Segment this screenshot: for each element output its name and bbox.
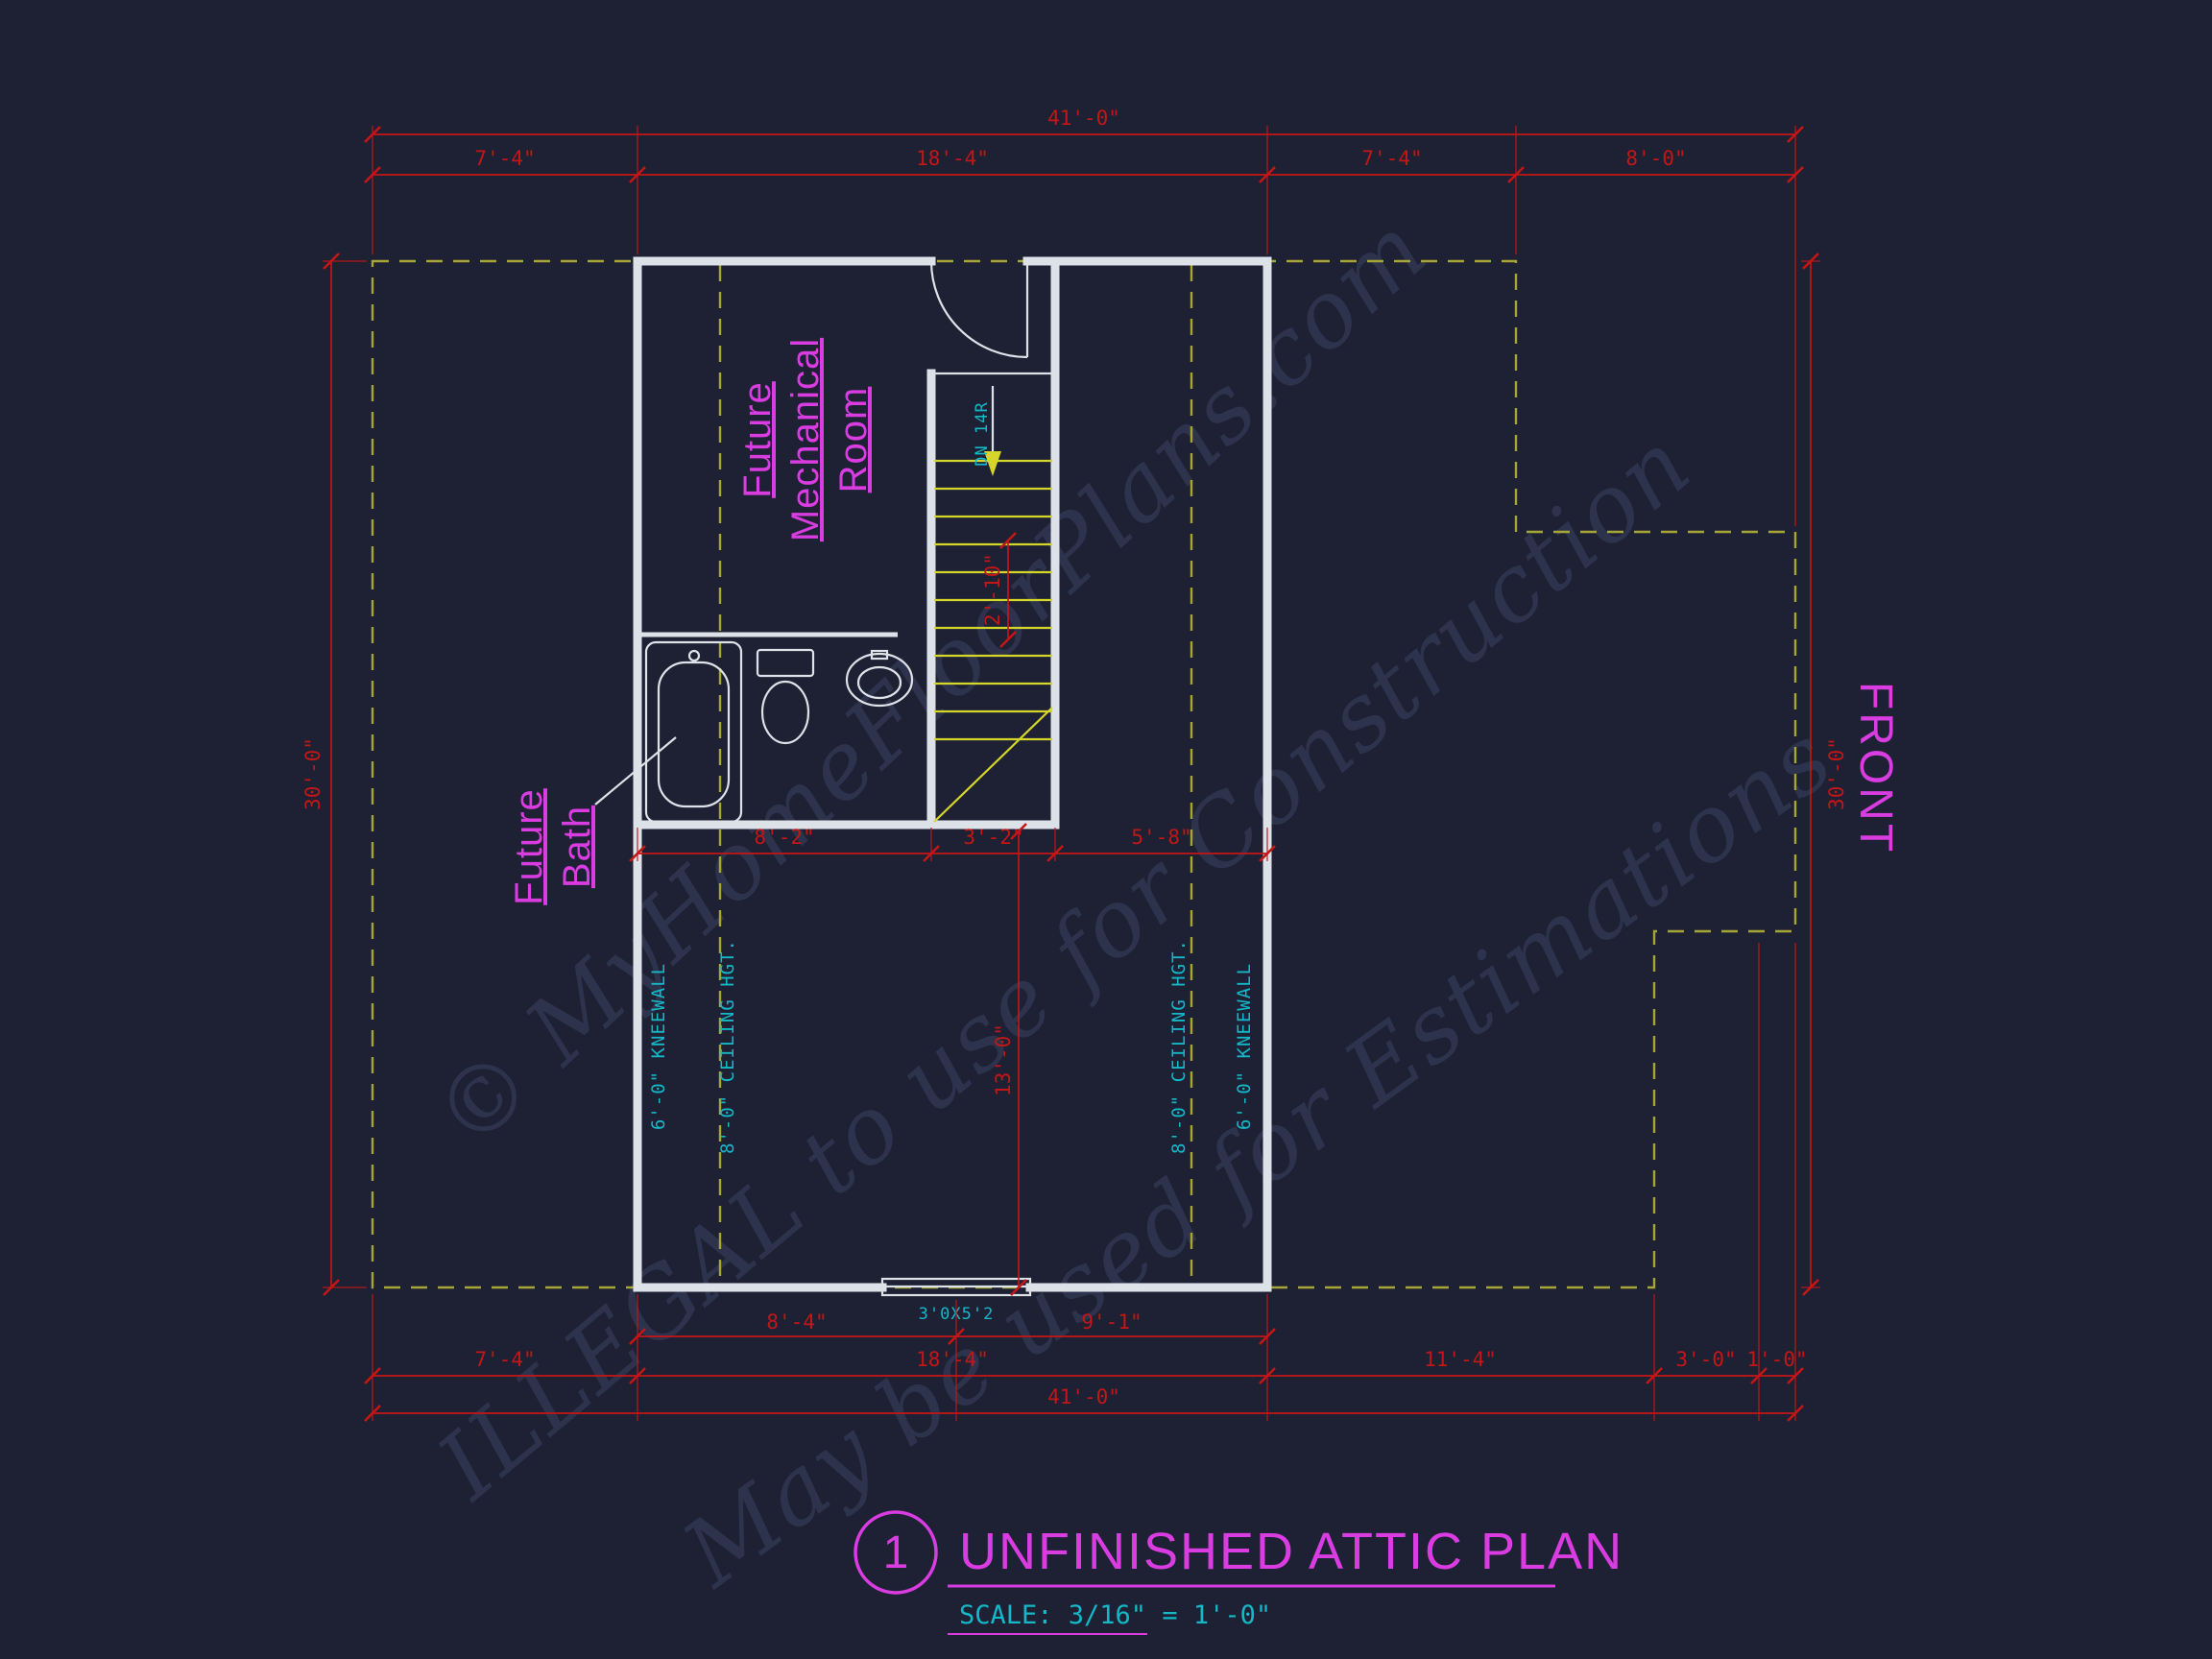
toilet — [756, 648, 815, 745]
dim-room-depth: 13'-0" — [992, 1023, 1015, 1096]
mech-room-label-word-2: Mechanical — [784, 338, 827, 541]
title-block: 1 UNFINISHED ATTIC PLAN SCALE: 3/16" = 1… — [854, 1510, 1623, 1635]
stair-direction-label: DN 14R — [973, 401, 992, 466]
dim-right-overall: 30'-0" — [1825, 737, 1848, 810]
front-label: FRONT — [1850, 682, 1901, 854]
door — [929, 260, 1029, 359]
dim-left-overall: 30'-0" — [301, 737, 325, 810]
dim-bottom-row2-seg-5: 1'-0" — [1746, 1348, 1807, 1371]
sheet-number: 1 — [883, 1527, 909, 1578]
dimensions: 41'-0" 7'-4" 18'-4" 7'-4" 8'-0" 30'-0" 3… — [301, 107, 1848, 1423]
dim-top-overall: 41'-0" — [1047, 107, 1120, 130]
dim-bottom-row2-seg-3: 11'-4" — [1424, 1348, 1497, 1371]
mech-room-label-word-3: Room — [832, 387, 875, 493]
bath-label-word-2: Bath — [556, 805, 598, 888]
roof-footprint-outline — [371, 259, 1797, 1289]
room-labels: Future Mechanical Room Future Bath FRONT — [508, 338, 1901, 905]
watermark: © MyHomeFloorPlans.com ILLEGAL to use fo… — [414, 195, 1852, 1608]
dim-mid-seg-1: 8'-2" — [754, 826, 814, 849]
dim-bottom-row2-seg-2: 18'-4" — [916, 1348, 989, 1371]
walls — [633, 256, 1272, 1292]
dim-top-seg-3: 7'-4" — [1361, 147, 1422, 170]
dim-top-seg-2: 18'-4" — [916, 147, 989, 170]
plan-title: UNFINISHED ATTIC PLAN — [959, 1523, 1623, 1580]
bath-fixtures — [644, 640, 914, 824]
dim-top-seg-1: 7'-4" — [474, 147, 535, 170]
dim-bottom-row1-seg-1: 8'-4" — [766, 1310, 827, 1334]
exterior-walls — [633, 256, 1272, 1292]
bath-label-word-1: Future — [508, 788, 550, 905]
bathtub — [644, 640, 743, 824]
kneewall-left-label: 6'-0" KNEEWALL — [648, 963, 669, 1130]
door-swing-arc — [929, 260, 1028, 359]
roof-outline — [371, 259, 1797, 1289]
ceiling-right-label: 8'-0" CEILING HGT. — [1168, 939, 1190, 1154]
down-arrow-head — [984, 451, 1001, 476]
dim-top-seg-4: 8'-0" — [1625, 147, 1686, 170]
dim-bottom-row2-seg-1: 7'-4" — [474, 1348, 535, 1371]
scale-note: SCALE: 3/16" = 1'-0" — [959, 1600, 1271, 1630]
sheet-number-circle — [854, 1510, 938, 1595]
ceiling-left-label: 8'-0" CEILING HGT. — [717, 939, 738, 1154]
ceiling-annotations: 6'-0" KNEEWALL 8'-0" CEILING HGT. 8'-0" … — [648, 939, 1255, 1154]
dim-stair-landing: 2'-10" — [981, 553, 1004, 626]
kneewall-right-label: 6'-0" KNEEWALL — [1234, 963, 1255, 1130]
dim-bottom-overall: 41'-0" — [1047, 1385, 1120, 1408]
stairwell-walls — [633, 256, 1060, 830]
bath-leader-line — [594, 736, 677, 805]
stair-break-line — [933, 707, 1053, 823]
dim-mid-seg-2: 3'-2" — [963, 826, 1023, 849]
staircase: DN 14R — [933, 386, 1053, 823]
dim-bottom-row2-seg-4: 3'-0" — [1675, 1348, 1736, 1371]
sink — [845, 649, 914, 708]
mech-room-label-word-1: Future — [736, 381, 779, 498]
dim-bottom-row1-seg-2: 9'-1" — [1081, 1310, 1142, 1334]
dim-mid-seg-3: 5'-8" — [1131, 826, 1191, 849]
